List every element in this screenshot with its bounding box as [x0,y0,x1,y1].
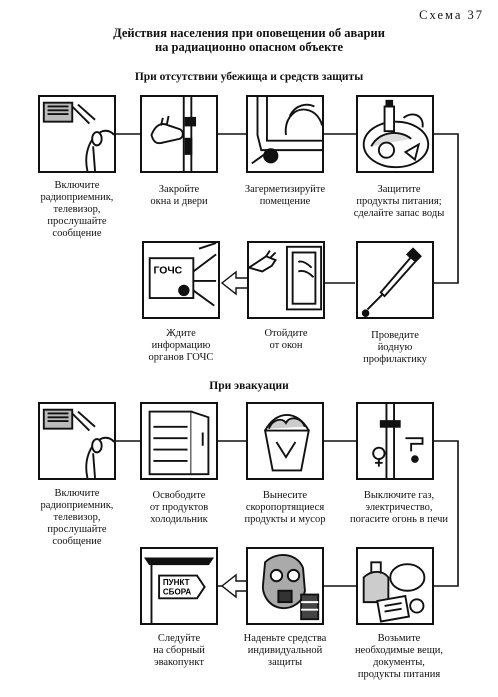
caption-gas-off: Выключите газ,электричество,погасите ого… [349,490,449,525]
tile-gas-off [356,402,434,480]
arrow-left-icon [220,573,249,599]
window-latch-icon [150,97,197,171]
tile-seal-room [246,95,324,173]
gas-mask-icon [261,554,320,621]
tile-away-windows [247,241,325,319]
tile-radio-1 [38,95,116,173]
tile-radio-2 [38,402,116,480]
section-evacuation: При эвакуации [209,380,289,392]
tile-iodine [356,241,434,319]
food-supply-icon [362,99,430,169]
loudspeaker-sign-icon: ГОЧС [148,243,217,307]
tile-empty-fridge [140,402,218,480]
radio-listener-icon [42,408,114,478]
tile-assembly-point: ПУНКТ СБОРА [140,547,218,625]
sbora-sign-text: СБОРА [163,588,192,597]
section-no-shelter: При отсутствии убежища и средств защиты [134,71,364,83]
gas-tap-icon [372,404,424,478]
radio-listener-icon [42,101,114,171]
tile-take-items [356,547,434,625]
tile-wait-info: ГОЧС [142,241,220,319]
tile-gas-mask [246,547,324,625]
gochs-sign-text: ГОЧС [153,265,182,276]
title-line-2: на радиационно опасном объекте [154,40,343,54]
fridge-icon [148,410,210,476]
tile-close-windows [140,95,218,173]
window-hand-icon [249,245,323,311]
dropper-icon [361,247,422,317]
assembly-point-sign-icon: ПУНКТ СБОРА [144,557,214,623]
sealing-window-icon [251,97,322,165]
tile-protect-food [356,95,434,173]
arrow-left-icon [220,270,249,296]
title-line-1: Действия населения при оповещении об ава… [113,26,385,40]
trash-bucket-icon [263,414,310,472]
scheme-number: Схема 37 [419,8,484,22]
belongings-icon [362,561,426,623]
tile-trash [246,402,324,480]
punkt-sign-text: ПУНКТ [163,578,190,587]
